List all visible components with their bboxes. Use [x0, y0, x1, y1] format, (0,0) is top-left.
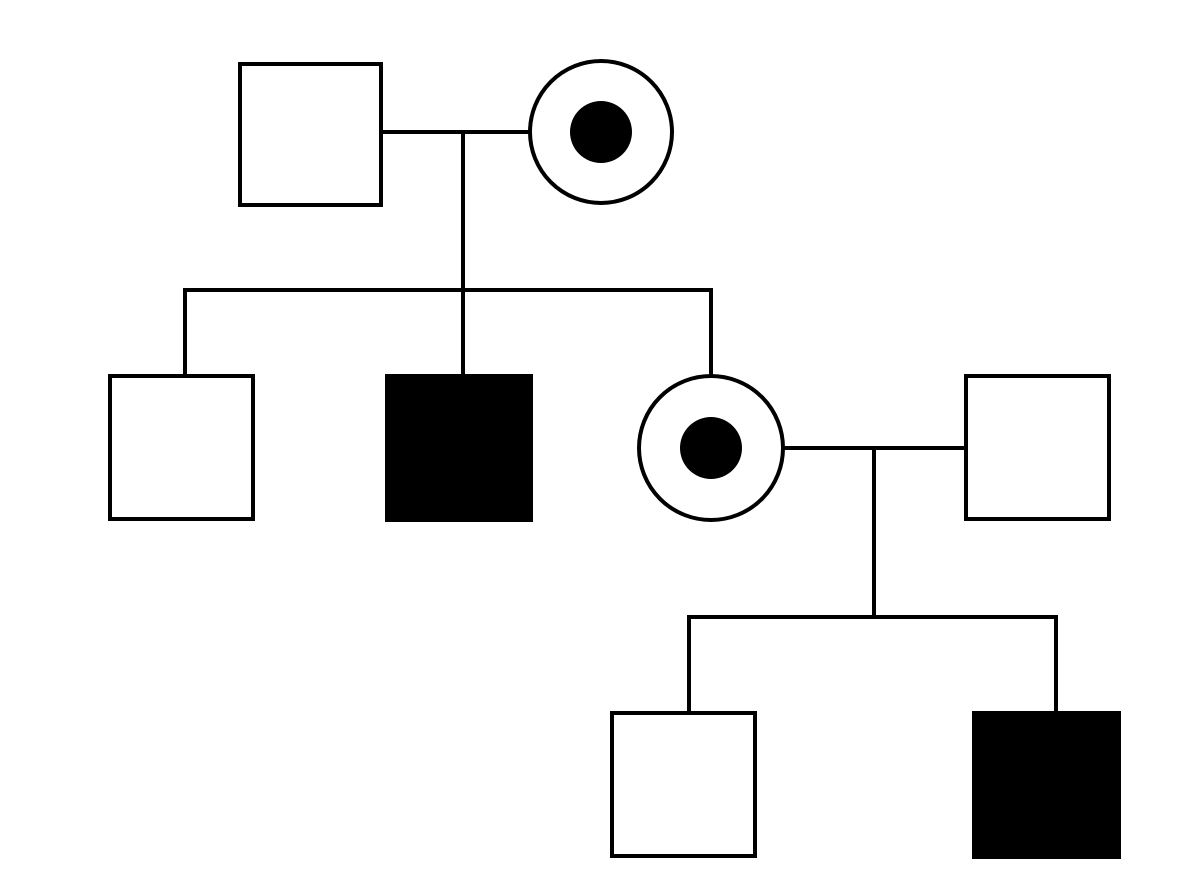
gen3-son2-affected-male [972, 711, 1121, 859]
gen2-spouse-unaffected-male [964, 374, 1111, 521]
gen1-father-unaffected-male [238, 62, 383, 207]
gen2-daughter-carrier-dot [680, 417, 742, 479]
gen2-son1-unaffected-male [108, 374, 255, 521]
gen2-son2-affected-male [385, 374, 533, 522]
gen1-mother-carrier-dot [570, 101, 632, 163]
gen3-son1-unaffected-male [610, 711, 757, 858]
